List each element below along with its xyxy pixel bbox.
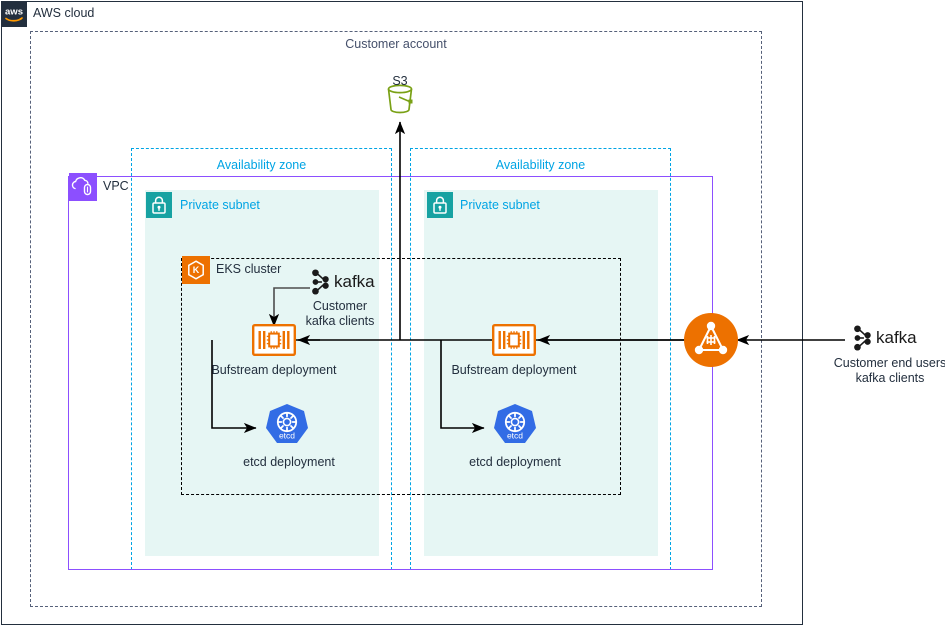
aws-cloud-boundary: [1, 1, 803, 625]
eks-glyph: K: [188, 260, 204, 280]
aws-cloud-label: AWS cloud: [33, 6, 95, 20]
private-subnet-left-area: [145, 190, 379, 556]
vpc-label: VPC: [103, 179, 129, 193]
s3-label: S3: [392, 74, 408, 88]
kafka-external-caption-line2: kafka clients: [855, 371, 925, 385]
private-subnet-left-label: Private subnet: [180, 198, 260, 212]
eks-icon: K: [182, 256, 210, 284]
kafka-logo-icon: [309, 268, 333, 301]
network-load-balancer-icon: [683, 312, 739, 373]
etcd-glyph: etcd: [266, 404, 308, 443]
bufstream-icon: [492, 324, 536, 361]
load-balancer-glyph: [684, 313, 738, 367]
aws-logo-glyph: aws: [5, 7, 23, 22]
availability-zone-right-label: Availability zone: [495, 158, 586, 172]
s3-bucket-glyph: [387, 84, 413, 114]
bufstream-glyph: [252, 324, 296, 357]
kafka-glyph: [312, 269, 329, 295]
bufstream-left-label: Bufstream deployment: [211, 363, 337, 377]
kafka-external-wordmark: kafka: [876, 328, 917, 347]
vpc-boundary: [68, 176, 713, 570]
lock-glyph: [152, 196, 166, 214]
bufstream-glyph: [492, 324, 536, 357]
bufstream-right-label: Bufstream deployment: [451, 363, 577, 377]
svg-text:K: K: [193, 265, 200, 275]
kafka-internal-caption-line2: kafka clients: [305, 314, 375, 328]
eks-cluster-boundary: [181, 258, 621, 495]
svg-text:etcd: etcd: [279, 431, 295, 441]
aws-logo-icon: aws: [1, 1, 27, 27]
kafka-logo-icon: [851, 324, 875, 357]
vpc-icon: [69, 173, 97, 201]
etcd-icon: etcd: [261, 402, 313, 459]
svg-text:aws: aws: [5, 7, 23, 18]
vpc-glyph: [71, 177, 92, 196]
eks-cluster-label: EKS cluster: [216, 262, 282, 276]
etcd-icon: etcd: [489, 402, 541, 459]
kafka-external-caption-line1: Customer end users: [833, 356, 945, 370]
private-subnet-right-label: Private subnet: [460, 198, 540, 212]
kafka-glyph: [854, 325, 871, 351]
etcd-glyph: etcd: [494, 404, 536, 443]
private-subnet-lock-icon: [427, 192, 453, 218]
private-subnet-lock-icon: [146, 192, 172, 218]
etcd-right-label: etcd deployment: [469, 455, 561, 469]
lock-glyph: [433, 196, 447, 214]
customer-account-boundary: [30, 31, 762, 607]
etcd-left-label: etcd deployment: [243, 455, 335, 469]
kafka-internal-wordmark: kafka: [334, 272, 375, 291]
availability-zone-left-label: Availability zone: [216, 158, 307, 172]
customer-account-label: Customer account: [345, 37, 447, 51]
s3-bucket-icon: [380, 82, 420, 123]
svg-text:etcd: etcd: [507, 431, 523, 441]
kafka-internal-caption-line1: Customer: [312, 299, 368, 313]
bufstream-icon: [252, 324, 296, 361]
